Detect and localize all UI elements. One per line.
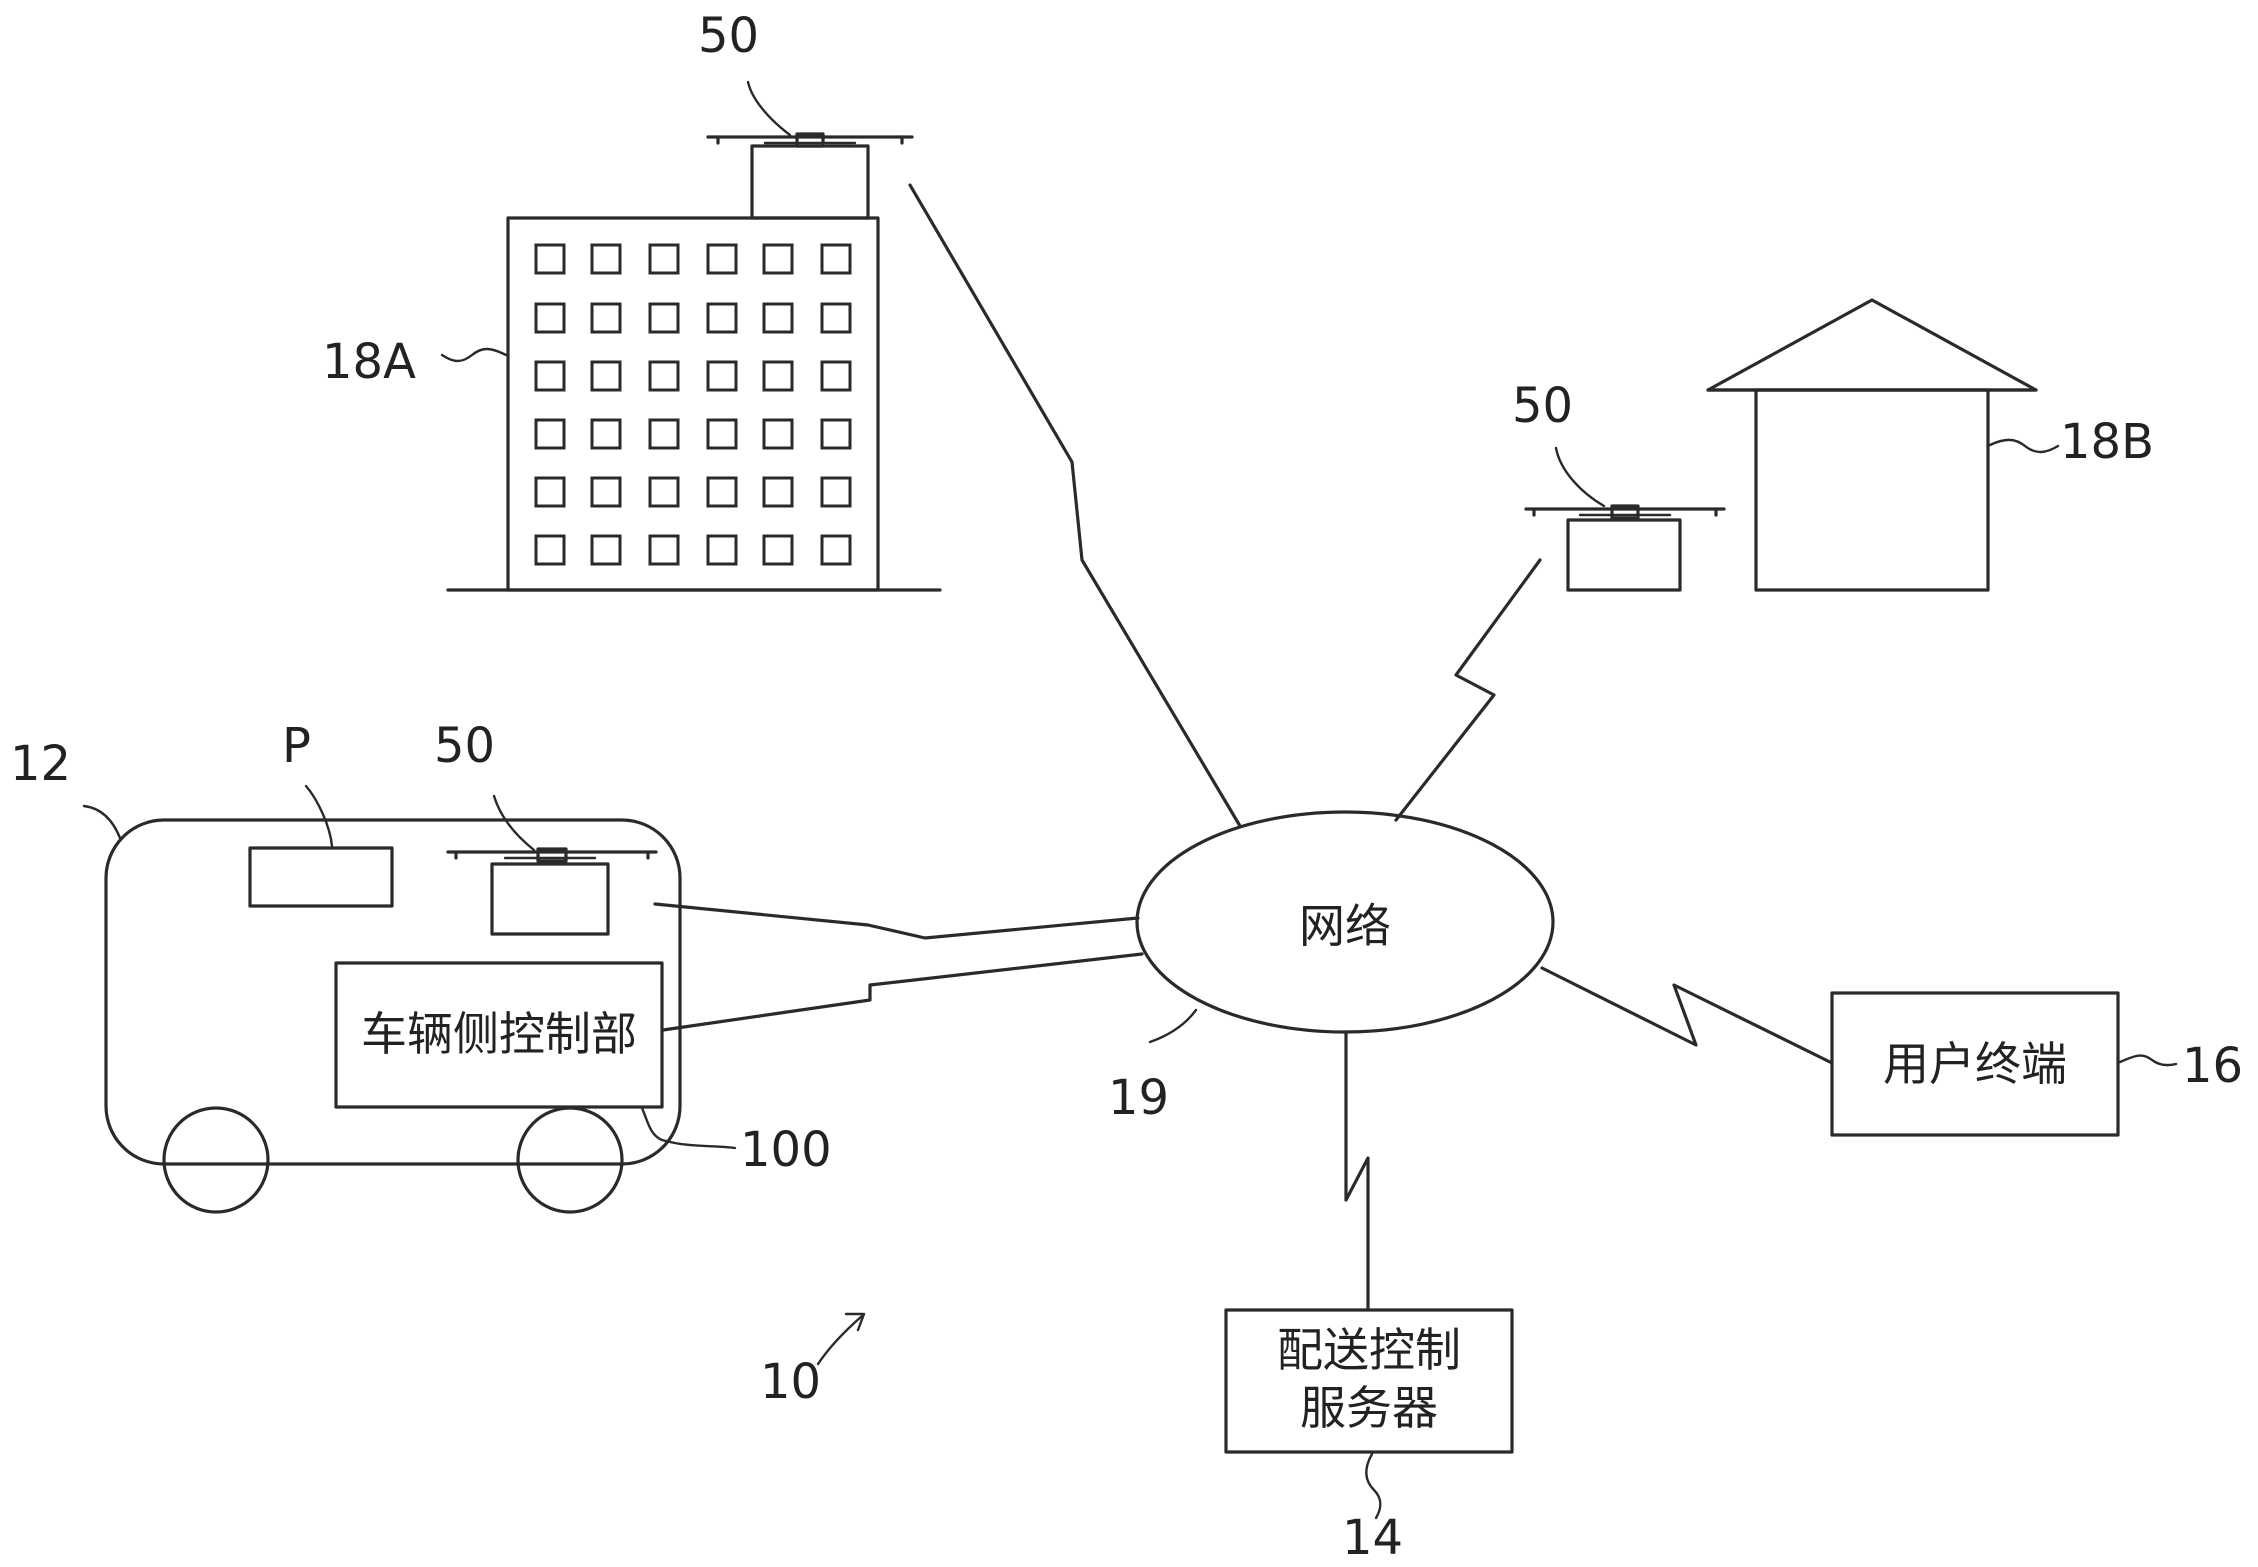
label-system: 10	[760, 1354, 821, 1410]
building-window	[534, 243, 566, 275]
building-window	[706, 418, 738, 450]
house-18b	[1706, 298, 2038, 592]
delivery-server-line2: 服务器	[1300, 1381, 1438, 1435]
building-window	[648, 302, 680, 334]
building-window	[590, 534, 622, 566]
leader-18a	[440, 347, 508, 363]
building-window	[590, 360, 622, 392]
building-window	[534, 476, 566, 508]
label-server: 14	[1342, 1510, 1403, 1566]
user-terminal-label: 用户终端	[1883, 1037, 2067, 1091]
drone-on-building	[706, 132, 914, 148]
system-arrow-head	[844, 1312, 866, 1332]
label-controller: 100	[740, 1122, 832, 1178]
building-window	[534, 534, 566, 566]
building-window	[820, 360, 852, 392]
building-window	[820, 302, 852, 334]
user-terminal-box	[1830, 991, 2120, 1137]
building-window	[762, 243, 794, 275]
delivery-server-line1: 配送控制	[1277, 1323, 1461, 1377]
building-window	[590, 476, 622, 508]
building-window	[820, 476, 852, 508]
building-window	[648, 360, 680, 392]
leader-drone-house	[1554, 446, 1606, 508]
building-window	[590, 302, 622, 334]
network-label: 网络	[1299, 899, 1391, 953]
building-window	[706, 243, 738, 275]
leader-drone-top	[746, 80, 792, 137]
building-window	[762, 302, 794, 334]
building-18a	[446, 144, 942, 592]
building-window	[820, 418, 852, 450]
leader-terminal	[2118, 1054, 2178, 1067]
drone-near-house	[1524, 504, 1726, 592]
label-drone-vehicle: 50	[434, 718, 495, 774]
building-window	[590, 418, 622, 450]
building-window	[534, 302, 566, 334]
leader-18b	[1988, 438, 2060, 454]
label-drone-house: 50	[1512, 378, 1573, 434]
leader-controller	[640, 1106, 737, 1150]
system-arrow	[816, 1314, 864, 1366]
building-window	[648, 476, 680, 508]
leader-package	[304, 784, 334, 848]
building-window	[762, 534, 794, 566]
label-drone-top: 50	[698, 8, 759, 64]
label-package: P	[282, 718, 311, 774]
building-window	[820, 534, 852, 566]
leader-drone-vehicle	[492, 794, 536, 852]
label-18b: 18B	[2060, 414, 2154, 470]
label-terminal: 16	[2182, 1038, 2243, 1094]
building-window	[762, 360, 794, 392]
building-window	[706, 534, 738, 566]
delivery-server-box	[1224, 1308, 1514, 1454]
vehicle-12	[104, 818, 682, 1214]
label-vehicle: 12	[10, 736, 71, 792]
building-window	[648, 418, 680, 450]
building-window	[648, 243, 680, 275]
building-window	[534, 360, 566, 392]
wireless-links	[653, 183, 1834, 1312]
label-network: 19	[1108, 1070, 1169, 1126]
building-window	[648, 534, 680, 566]
building-window	[706, 302, 738, 334]
building-window	[762, 476, 794, 508]
building-window	[590, 243, 622, 275]
leader-server	[1365, 1452, 1382, 1520]
leader-network	[1148, 1008, 1198, 1044]
building-window	[706, 476, 738, 508]
vehicle-controller-label: 车辆侧控制部	[361, 1007, 637, 1061]
building-window	[706, 360, 738, 392]
building-window	[534, 418, 566, 450]
building-window	[820, 243, 852, 275]
label-18a: 18A	[322, 334, 416, 390]
building-windows	[534, 243, 852, 566]
building-window	[762, 418, 794, 450]
leader-vehicle	[82, 804, 122, 840]
